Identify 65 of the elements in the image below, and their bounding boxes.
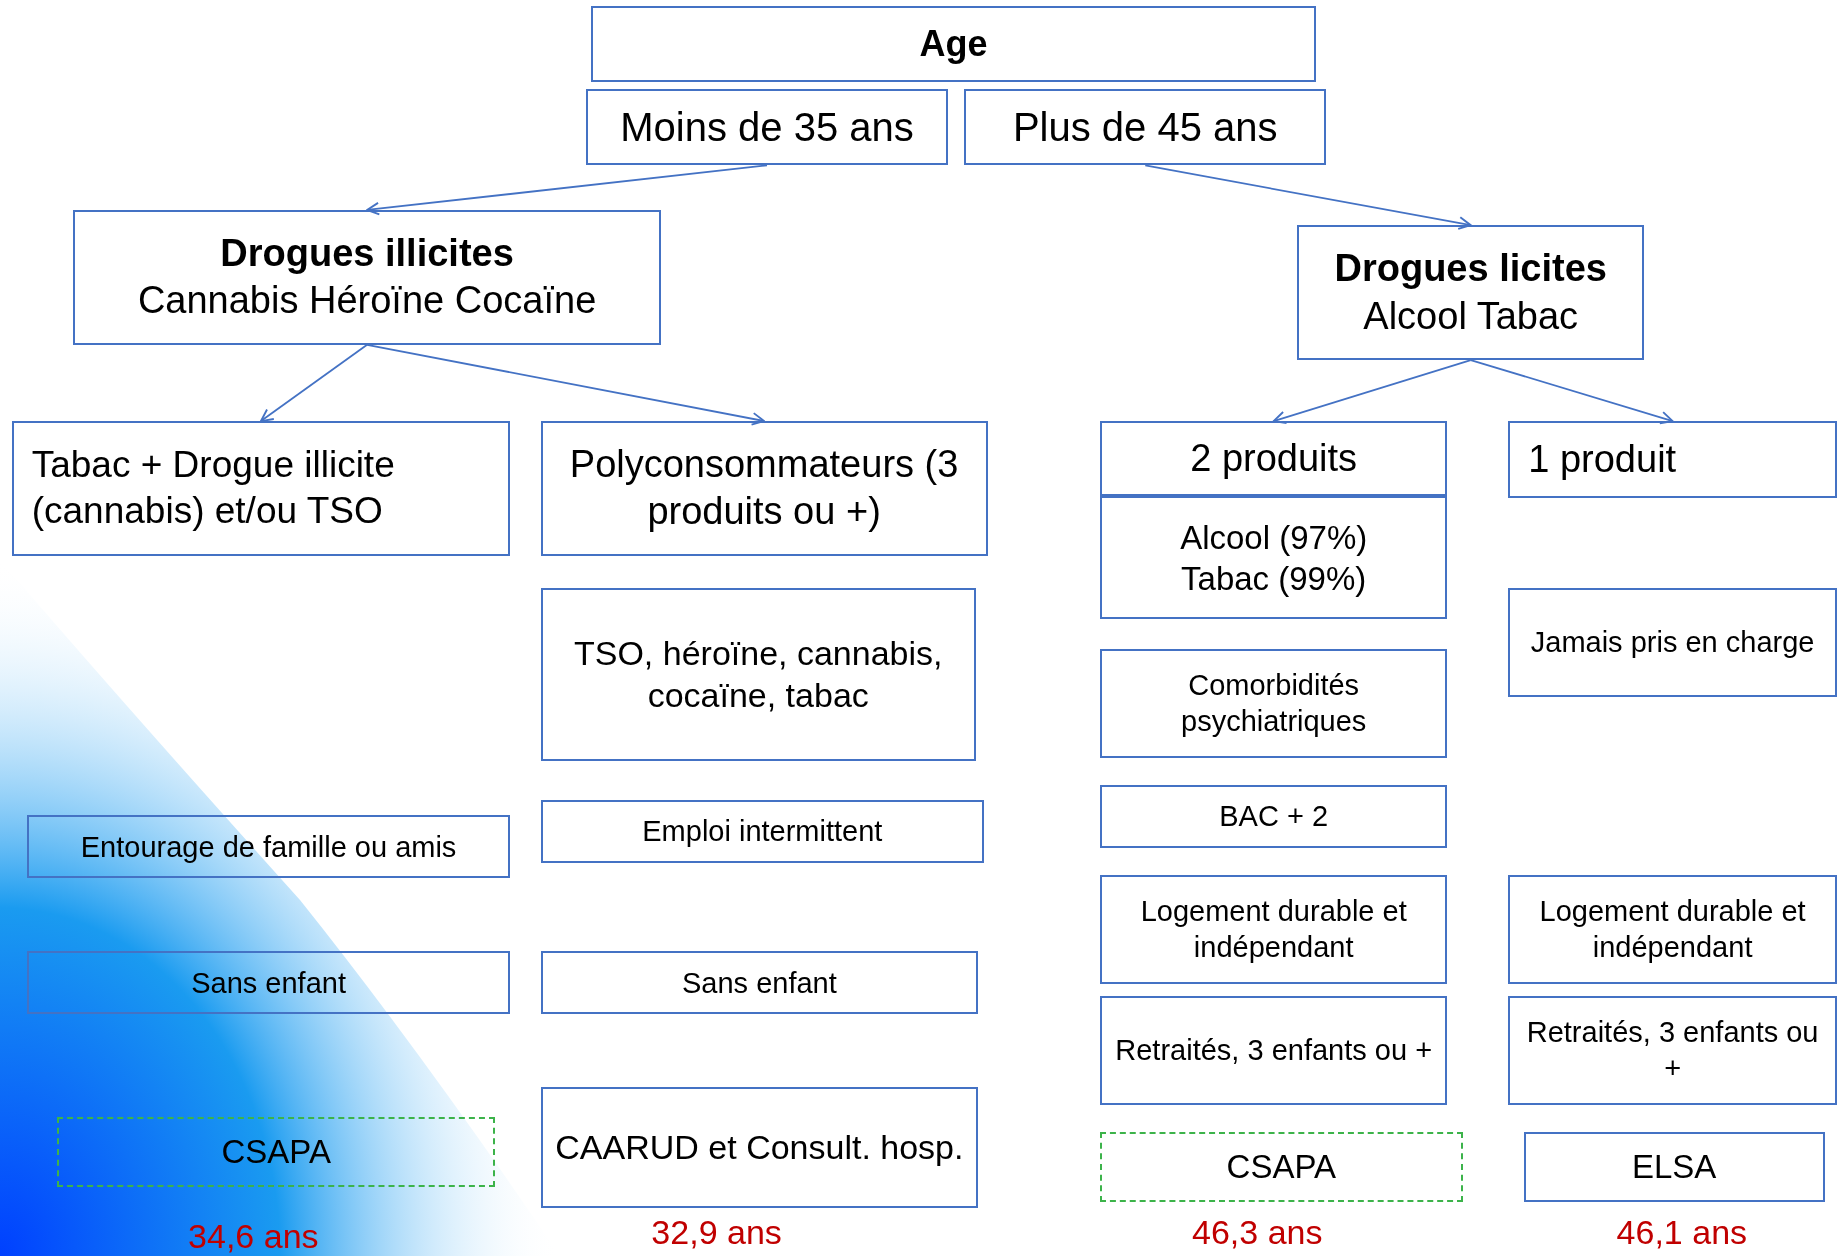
arrow bbox=[1144, 164, 1472, 230]
text-box bbox=[1508, 995, 1837, 1105]
box-text: CSAPA bbox=[221, 1132, 331, 1173]
box-text: Alcool (97%) bbox=[1180, 517, 1368, 558]
text-box bbox=[1100, 1131, 1463, 1203]
text-box bbox=[11, 421, 511, 556]
age-label: 46,1 ans bbox=[1616, 1213, 1748, 1252]
age-label: 34,6 ans bbox=[188, 1216, 319, 1256]
text-box bbox=[591, 5, 1316, 83]
box-text: Jamais pris en charge bbox=[1530, 625, 1815, 660]
text-box bbox=[1523, 1131, 1825, 1203]
text-box bbox=[540, 587, 976, 762]
box-text: Plus de 45 ans bbox=[1012, 104, 1278, 152]
text-box bbox=[1508, 874, 1837, 984]
text-box bbox=[1508, 421, 1837, 499]
text-box bbox=[1100, 874, 1448, 984]
box-text: Retraités, 3 enfants ou + bbox=[1525, 1015, 1820, 1087]
text-box bbox=[540, 951, 979, 1015]
box-text: Age bbox=[919, 22, 988, 67]
box-text: Sans enfant bbox=[682, 965, 837, 1001]
text-box bbox=[57, 1116, 495, 1187]
text-box bbox=[1508, 587, 1837, 697]
arrow bbox=[1272, 359, 1472, 425]
box-text: ELSA bbox=[1632, 1147, 1717, 1188]
box-text: Entourage de famille ou amis bbox=[80, 829, 457, 865]
text-box bbox=[26, 951, 511, 1015]
box-text: Sans enfant bbox=[191, 965, 346, 1001]
box-text: BAC + 2 bbox=[1219, 799, 1329, 835]
age-label: 32,9 ans bbox=[651, 1213, 782, 1252]
box-text: Retraités, 3 enfants ou + bbox=[1115, 1033, 1433, 1069]
text-box bbox=[964, 89, 1327, 166]
box-text: Tabac (99%) bbox=[1181, 558, 1367, 599]
text-box bbox=[586, 89, 948, 166]
text-box bbox=[1100, 648, 1448, 758]
age-label: 46,3 ans bbox=[1192, 1213, 1323, 1252]
text-box bbox=[72, 209, 662, 345]
arrow bbox=[366, 343, 766, 426]
box-text: CSAPA bbox=[1226, 1147, 1336, 1188]
box-heading: Drogues licites bbox=[1334, 246, 1607, 292]
box-text: 2 produits bbox=[1190, 436, 1358, 481]
box-text: Emploi intermittent bbox=[642, 814, 883, 850]
box-text: Logement durable et indépendant bbox=[1538, 894, 1807, 966]
text-box bbox=[26, 815, 511, 879]
text-box bbox=[1100, 421, 1448, 499]
text-box bbox=[1297, 225, 1645, 361]
box-text: Moins de 35 ans bbox=[620, 104, 914, 152]
box-heading: Drogues illicites bbox=[220, 230, 514, 276]
arrow bbox=[1469, 359, 1674, 425]
box-text: Cannabis Héroïne Cocaïne bbox=[137, 278, 597, 324]
text-box bbox=[1100, 995, 1448, 1105]
arrow bbox=[260, 343, 368, 422]
arrow bbox=[366, 164, 768, 216]
box-text: TSO, héroïne, cannabis, cocaïne, tabac bbox=[572, 632, 944, 717]
box-text: Logement durable et indépendant bbox=[1139, 894, 1408, 966]
text-box bbox=[1100, 784, 1448, 848]
text-box bbox=[540, 799, 984, 864]
box-text: Tabac + Drogue illicite (cannabis) et/ou TSO bbox=[31, 443, 396, 534]
text-box bbox=[1100, 498, 1448, 620]
box-text: Alcool Tabac bbox=[1363, 293, 1579, 339]
text-box bbox=[540, 421, 988, 556]
box-text: Polyconsommateurs (3 produits ou +) bbox=[568, 441, 960, 535]
text-box bbox=[540, 1087, 979, 1208]
box-text: Comorbidités psychiatriques bbox=[1180, 667, 1368, 740]
box-text: CAARUD et Consult. hosp. bbox=[555, 1127, 964, 1169]
box-text: 1 produit bbox=[1528, 437, 1677, 482]
